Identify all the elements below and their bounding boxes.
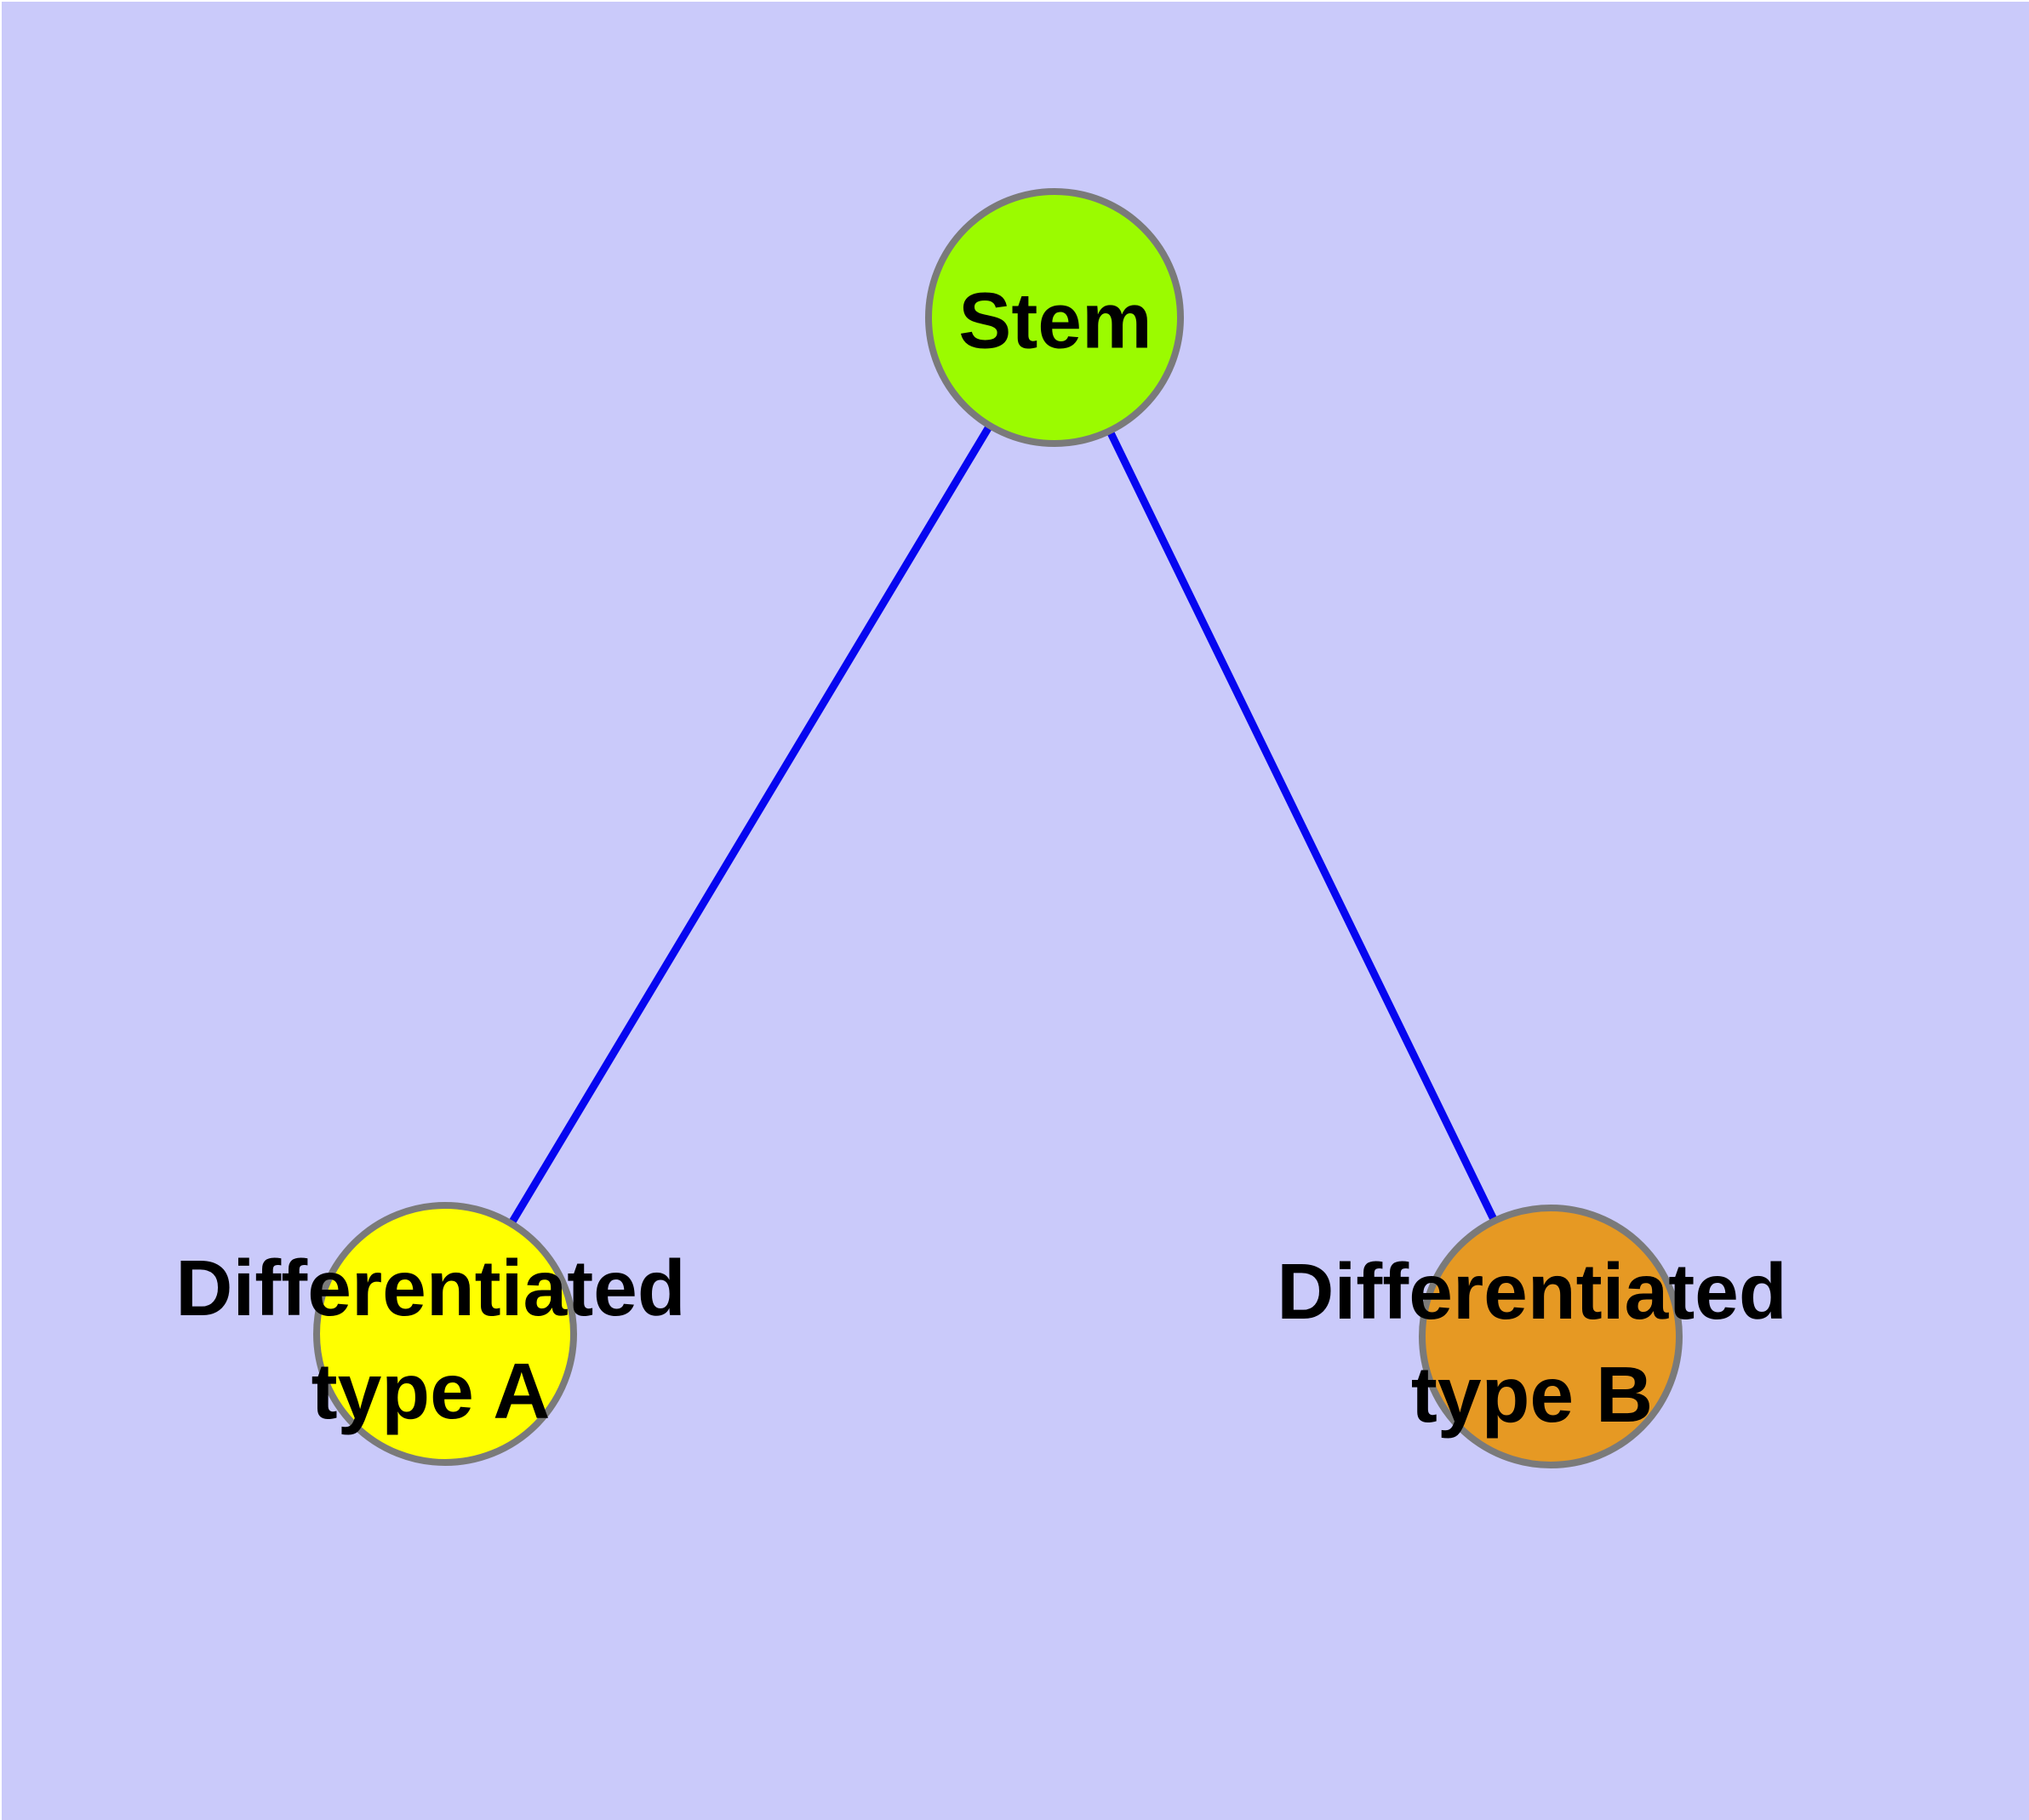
edge-stem-to-type-a xyxy=(442,315,1058,1336)
node-stem-circle xyxy=(925,188,1184,447)
node-differentiated-type-b-circle xyxy=(1419,1205,1683,1468)
node-differentiated-type-a-circle xyxy=(313,1202,577,1466)
edge-stem-to-type-b xyxy=(1050,316,1555,1338)
